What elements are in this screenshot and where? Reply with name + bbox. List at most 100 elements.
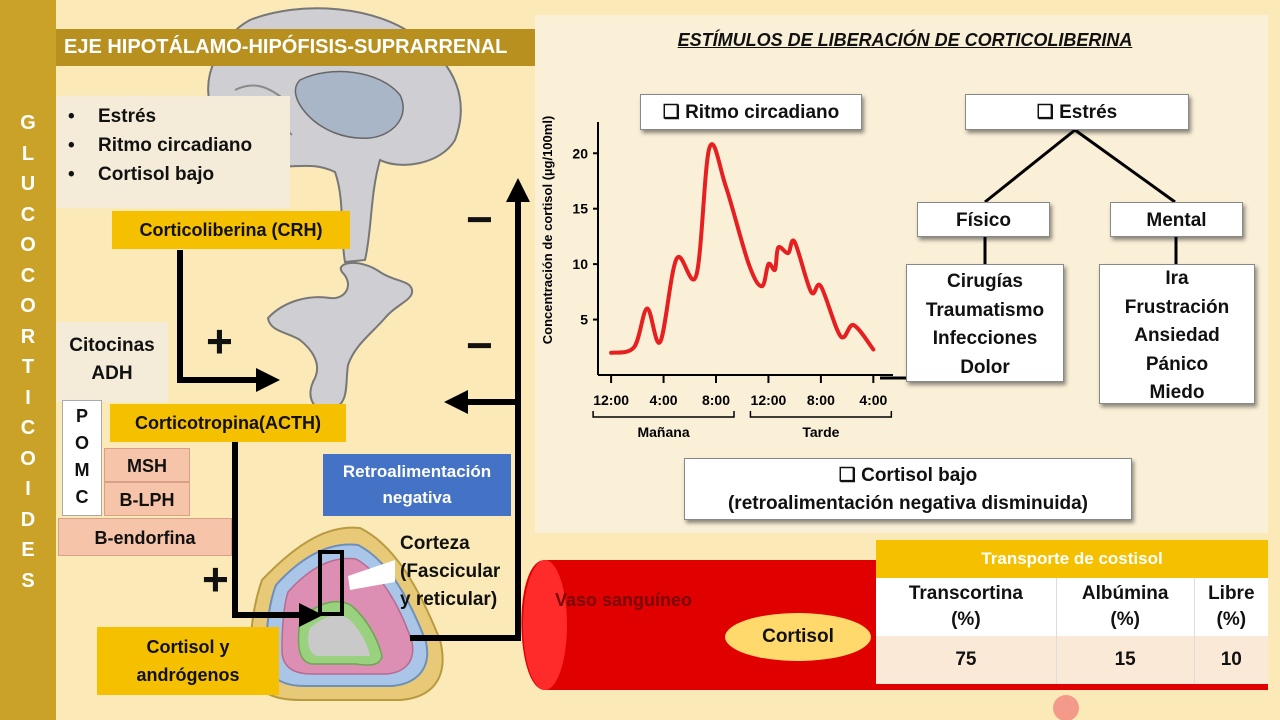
x-tick-label: 8:00 — [702, 392, 730, 408]
fisico-box: Físico — [917, 202, 1050, 237]
side-letter: D — [20, 508, 36, 531]
minus-sign-hypothalamus: − — [466, 193, 493, 245]
transport-title: Transporte de costisol — [876, 540, 1268, 578]
side-bar — [0, 0, 56, 720]
fisico-item: Dolor — [960, 356, 1010, 378]
x-group-bracket — [592, 411, 735, 418]
checkbox-icon: ❑ — [838, 465, 856, 486]
adh-label: ADH — [91, 363, 133, 384]
fisico-item: Infecciones — [932, 328, 1038, 349]
crh-box: Corticoliberina (CRH) — [112, 211, 350, 249]
vaso-sanguineo-label: Vaso sanguíneo — [555, 590, 693, 610]
input-cortisol-bajo: Cortisol bajo — [66, 160, 290, 189]
header-albumina: Albúmina — [1081, 583, 1169, 604]
side-letter: C — [20, 417, 36, 439]
mental-list: Ira Frustración Ansiedad Pánico Miedo — [1099, 264, 1255, 404]
x-tick-label: 8:00 — [807, 392, 835, 408]
mental-item: Frustración — [1124, 296, 1230, 318]
fisico-item: Cirugías — [946, 271, 1024, 292]
input-ritmo: Ritmo circadiano — [66, 131, 290, 160]
transport-table: Transporte de costisol Transcortina (%) A… — [876, 540, 1268, 684]
transport-value: 10 — [1194, 636, 1268, 684]
fisico-item: Traumatismo — [925, 299, 1045, 321]
estres-label: Estrés — [1059, 102, 1118, 123]
citocinas-label: Citocinas — [69, 335, 155, 356]
x-group-label: Tarde — [802, 424, 839, 440]
side-letter: R — [20, 325, 36, 348]
side-letter: I — [25, 478, 31, 500]
ritmo-label: Ritmo circadiano — [685, 102, 840, 123]
acth-box: Corticotropina(ACTH) — [110, 404, 346, 442]
y-tick-label: 20 — [572, 145, 588, 161]
side-letter: S — [21, 569, 35, 592]
pomc-box: P O M C — [62, 400, 102, 516]
side-letter: T — [21, 356, 35, 378]
msh-box: MSH — [104, 448, 190, 482]
side-letter: C — [20, 203, 36, 226]
corteza-label: Corteza (Fascicular y reticular) — [400, 530, 500, 614]
side-letter: E — [21, 539, 35, 561]
y-axis-label: Concentración de cortisol (µg/100ml) — [540, 116, 555, 345]
ritmo-circadiano-box: ❑ Ritmo circadiano — [640, 94, 862, 130]
fisico-list: Cirugías Traumatismo Infecciones Dolor — [906, 264, 1064, 382]
crh-to-pituitary-arrow — [177, 250, 280, 392]
x-tick-label: 4:00 — [859, 392, 887, 408]
pomc-letter: P — [75, 406, 88, 426]
header-unit: (%) — [951, 609, 981, 630]
pomc-letter: M — [74, 460, 90, 480]
cortisol-androgenos-box: Cortisol y andrógenos — [97, 627, 279, 695]
cortisol-bajo-label: Cortisol bajo — [861, 465, 978, 486]
retroalimentacion-box: Retroalimentación negativa — [323, 454, 511, 516]
side-letter: O — [20, 234, 36, 256]
retro-line1: Retroalimentación — [342, 462, 492, 481]
x-group-bracket — [749, 411, 893, 418]
transport-header: Transcortina (%) — [876, 578, 1057, 636]
retro-line2: negativa — [382, 488, 452, 507]
mental-item: Ira — [1165, 268, 1189, 289]
adrenal-drawing — [248, 526, 444, 701]
x-tick-label: 12:00 — [593, 392, 629, 408]
checkbox-icon: ❑ — [1036, 102, 1054, 123]
y-tick-label: 10 — [572, 256, 588, 272]
transport-header: Albúmina (%) — [1056, 578, 1195, 636]
stimuli-title: ESTÍMULOS DE LIBERACIÓN DE CORTICOLIBERI… — [677, 30, 1133, 50]
estres-box: ❑ Estrés — [965, 94, 1189, 130]
blph-box: B-LPH — [104, 482, 190, 516]
pomc-letter: O — [74, 433, 89, 453]
mental-item: Miedo — [1149, 382, 1205, 403]
side-letter: U — [20, 173, 36, 195]
side-letter: O — [20, 447, 36, 470]
cortisol-bajo-box: ❑ Cortisol bajo (retroalimentación negat… — [684, 458, 1132, 520]
side-letter: G — [20, 112, 36, 134]
header-transcortina: Transcortina — [908, 583, 1023, 604]
plus-sign-acth: + — [202, 553, 229, 605]
header-libre: Libre — [1208, 583, 1255, 604]
header-unit: (%) — [1110, 609, 1140, 630]
input-estres: Estrés — [66, 102, 290, 131]
side-letter: O — [20, 295, 36, 317]
x-tick-label: 12:00 — [751, 392, 787, 408]
acth-to-adrenal-arrow — [232, 440, 323, 627]
mental-item: Pánico — [1145, 353, 1209, 375]
plus-sign-crh: + — [206, 315, 233, 367]
cortisol-androgenos-line2: andrógenos — [136, 665, 240, 685]
feedback-line — [410, 178, 530, 641]
transport-header: Libre (%) — [1194, 578, 1268, 636]
header-unit: (%) — [1216, 609, 1247, 630]
side-letter: I — [25, 386, 31, 409]
y-tick-label: 5 — [580, 312, 588, 328]
pomc-letter: C — [75, 487, 89, 507]
corteza-line3: y reticular) — [400, 589, 498, 610]
minus-sign-pituitary: − — [466, 319, 493, 371]
side-letter: C — [20, 264, 36, 287]
corteza-line2: (Fascicular — [400, 561, 501, 582]
checkbox-icon: ❑ — [662, 102, 680, 123]
transport-value: 75 — [876, 636, 1057, 684]
x-tick-label: 4:00 — [650, 392, 678, 408]
cortisol-bajo-sub: (retroalimentación negativa disminuida) — [727, 493, 1089, 514]
transport-value: 15 — [1056, 636, 1195, 684]
side-letter: L — [21, 142, 35, 165]
